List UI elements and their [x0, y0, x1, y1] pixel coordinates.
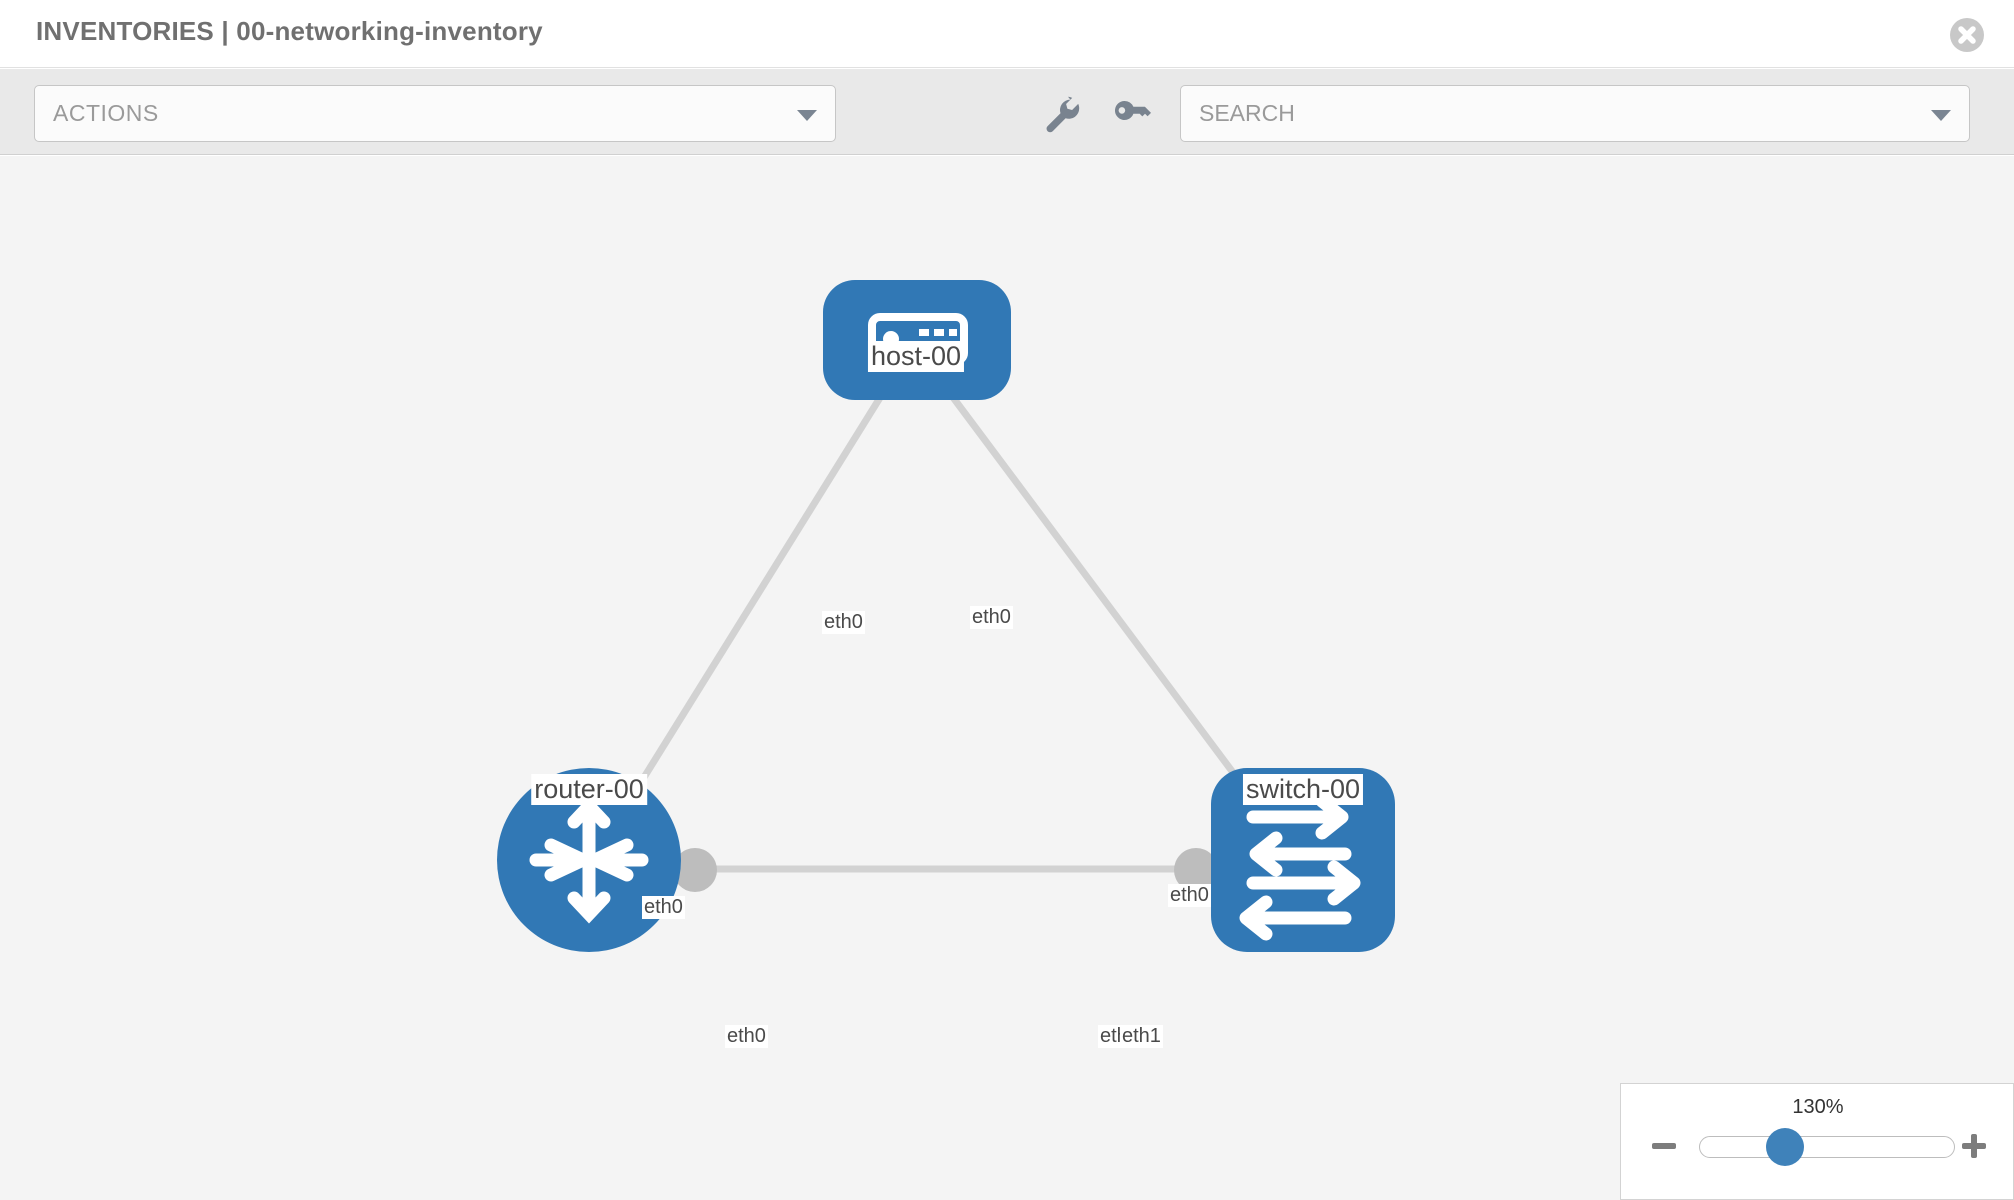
close-icon[interactable]	[1950, 18, 1984, 52]
key-icon[interactable]	[1110, 94, 1152, 136]
link-host00-router00[interactable]	[617, 386, 889, 818]
node-label-host-00: host-00	[867, 341, 965, 372]
topology-endpoints	[673, 352, 1255, 892]
interface-label: eth0	[822, 611, 865, 634]
minus-icon[interactable]	[1649, 1131, 1679, 1161]
actions-dropdown[interactable]: ACTIONS	[34, 85, 836, 142]
actions-dropdown-label: ACTIONS	[53, 100, 159, 126]
zoom-percent-label: 130%	[1792, 1096, 1844, 1118]
router-arrows-icon	[529, 796, 649, 924]
endpoint-nub[interactable]	[1174, 848, 1218, 892]
topology-graph	[497, 280, 1395, 952]
zoom-slider-track[interactable]	[1699, 1136, 1955, 1158]
zoom-slider-thumb[interactable]	[1766, 1128, 1804, 1166]
link-host00-switch00[interactable]	[943, 385, 1261, 809]
node-host-00[interactable]	[823, 280, 1011, 400]
interface-label: eth0	[725, 1025, 768, 1048]
endpoint-nub[interactable]	[673, 848, 717, 892]
wrench-icon[interactable]	[1041, 94, 1083, 136]
page-title: INVENTORIES | 00-networking-inventory	[36, 16, 543, 46]
topology-canvas[interactable]: host-00 router-00 switch-00 eth0 eth0 et…	[0, 156, 2014, 1200]
chevron-down-icon	[797, 110, 817, 121]
plus-icon[interactable]	[1959, 1131, 1989, 1161]
node-label-router-00: router-00	[531, 774, 647, 805]
page-header: INVENTORIES | 00-networking-inventory	[0, 0, 2014, 68]
topology-links	[617, 385, 1261, 873]
chevron-down-icon[interactable]	[1931, 110, 1951, 121]
node-router-00[interactable]	[497, 768, 681, 952]
interface-label: eth1	[1120, 1025, 1163, 1048]
node-switch-00[interactable]	[1211, 768, 1395, 952]
node-label-switch-00: switch-00	[1242, 774, 1364, 805]
search-input[interactable]	[1199, 86, 1899, 141]
switch-arrows-icon	[1239, 794, 1361, 941]
search-box[interactable]	[1180, 85, 1970, 142]
interface-label: eth0	[970, 606, 1013, 629]
interface-label: eth0	[1168, 884, 1211, 907]
interface-label: eth0	[642, 896, 685, 919]
zoom-control: 130%	[1620, 1083, 2014, 1200]
